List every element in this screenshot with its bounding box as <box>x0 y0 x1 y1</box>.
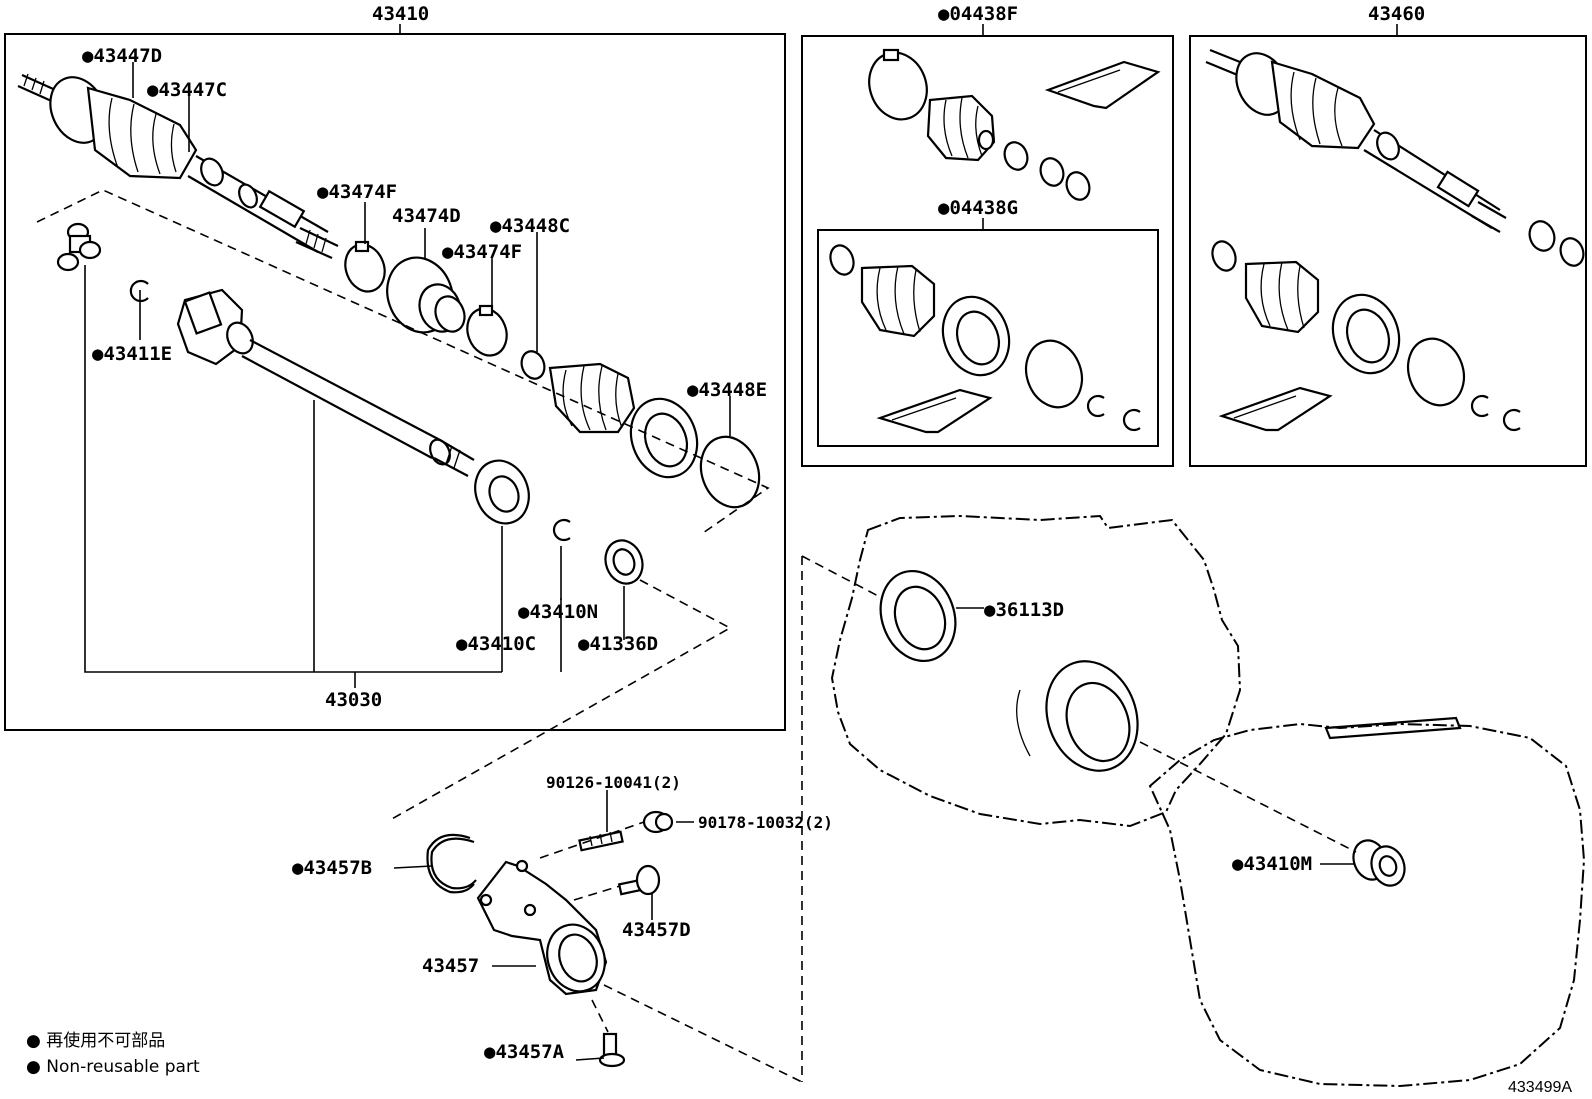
label-43457B: ●43457B <box>292 857 372 879</box>
stud-bolt-icon <box>578 830 624 852</box>
label-43457A: ●43457A <box>484 1041 565 1063</box>
boot-kit-outer-icon <box>868 48 1091 201</box>
group-box-43410 <box>4 33 786 731</box>
bolt-icon <box>617 864 661 896</box>
label-43474F-b: ●43474F <box>442 241 522 263</box>
label-43448E: ●43448E <box>687 379 767 401</box>
label-43448C: ●43448C <box>490 215 570 237</box>
label-43447C: ●43447C <box>147 79 227 101</box>
grease-pack-icon <box>1044 60 1161 110</box>
bearing-icon <box>474 459 530 525</box>
drive-shaft-icon <box>17 73 339 260</box>
label-43457D: 43457D <box>622 919 691 941</box>
cv-joint-ring-icon <box>629 397 699 479</box>
oil-seal-icon <box>879 569 957 663</box>
label-04438G: ●04438G <box>938 197 1018 219</box>
snap-ring-icon <box>129 279 149 303</box>
label-36113D: ●36113D <box>984 599 1064 621</box>
label-43460: 43460 <box>1368 3 1425 25</box>
label-41336D: ●41336D <box>578 633 658 655</box>
legend-line-japanese: ● 再使用不可部品 <box>26 1030 165 1051</box>
label-43411E: ●43411E <box>92 343 172 365</box>
group-box-43460 <box>1189 35 1587 467</box>
bolt-icon <box>598 1032 626 1068</box>
inboard-joint-icon <box>176 288 475 477</box>
label-43410C: ●43410C <box>456 633 536 655</box>
label-43447D: ●43447D <box>82 45 162 67</box>
cv-boot-icon <box>548 362 636 434</box>
drive-shaft-icon <box>1205 48 1585 267</box>
boot-kit-icon <box>1211 240 1521 432</box>
label-04438F: ●04438F <box>938 3 1018 25</box>
boot-clamp-icon <box>699 435 761 509</box>
label-43410N: ●43410N <box>518 601 598 623</box>
grease-pack-icon <box>876 388 993 434</box>
bracket-icon <box>476 859 608 996</box>
boot-clamp-icon <box>520 350 546 380</box>
label-90178: 90178-10032(2) <box>698 813 833 832</box>
group-box-04438F <box>801 35 1174 467</box>
boot-kit-inner-icon <box>829 244 1141 432</box>
label-43410M: ●43410M <box>1232 853 1312 875</box>
label-90126: 90126-10041(2) <box>546 773 681 792</box>
snap-ring-icon <box>430 837 477 890</box>
label-43474F-a: ●43474F <box>317 181 397 203</box>
bearing-icon <box>1352 839 1406 887</box>
damper-icon <box>386 256 466 334</box>
figure-code: 433499A <box>1508 1079 1572 1096</box>
label-43457: 43457 <box>422 955 479 977</box>
boot-clamp-icon <box>466 307 508 357</box>
legend-line-english: ● Non-reusable part <box>26 1057 200 1077</box>
group-box-04438G <box>817 229 1159 447</box>
oil-seal-icon <box>604 539 644 585</box>
snap-ring-icon <box>552 518 571 542</box>
dust-cap-icon <box>56 222 102 272</box>
label-43474D: 43474D <box>392 205 461 227</box>
grease-pack-icon <box>1218 386 1333 432</box>
label-43410: 43410 <box>372 3 429 25</box>
transaxle-case-icon <box>830 514 1242 828</box>
label-43030: 43030 <box>325 689 382 711</box>
nut-icon <box>642 810 674 834</box>
